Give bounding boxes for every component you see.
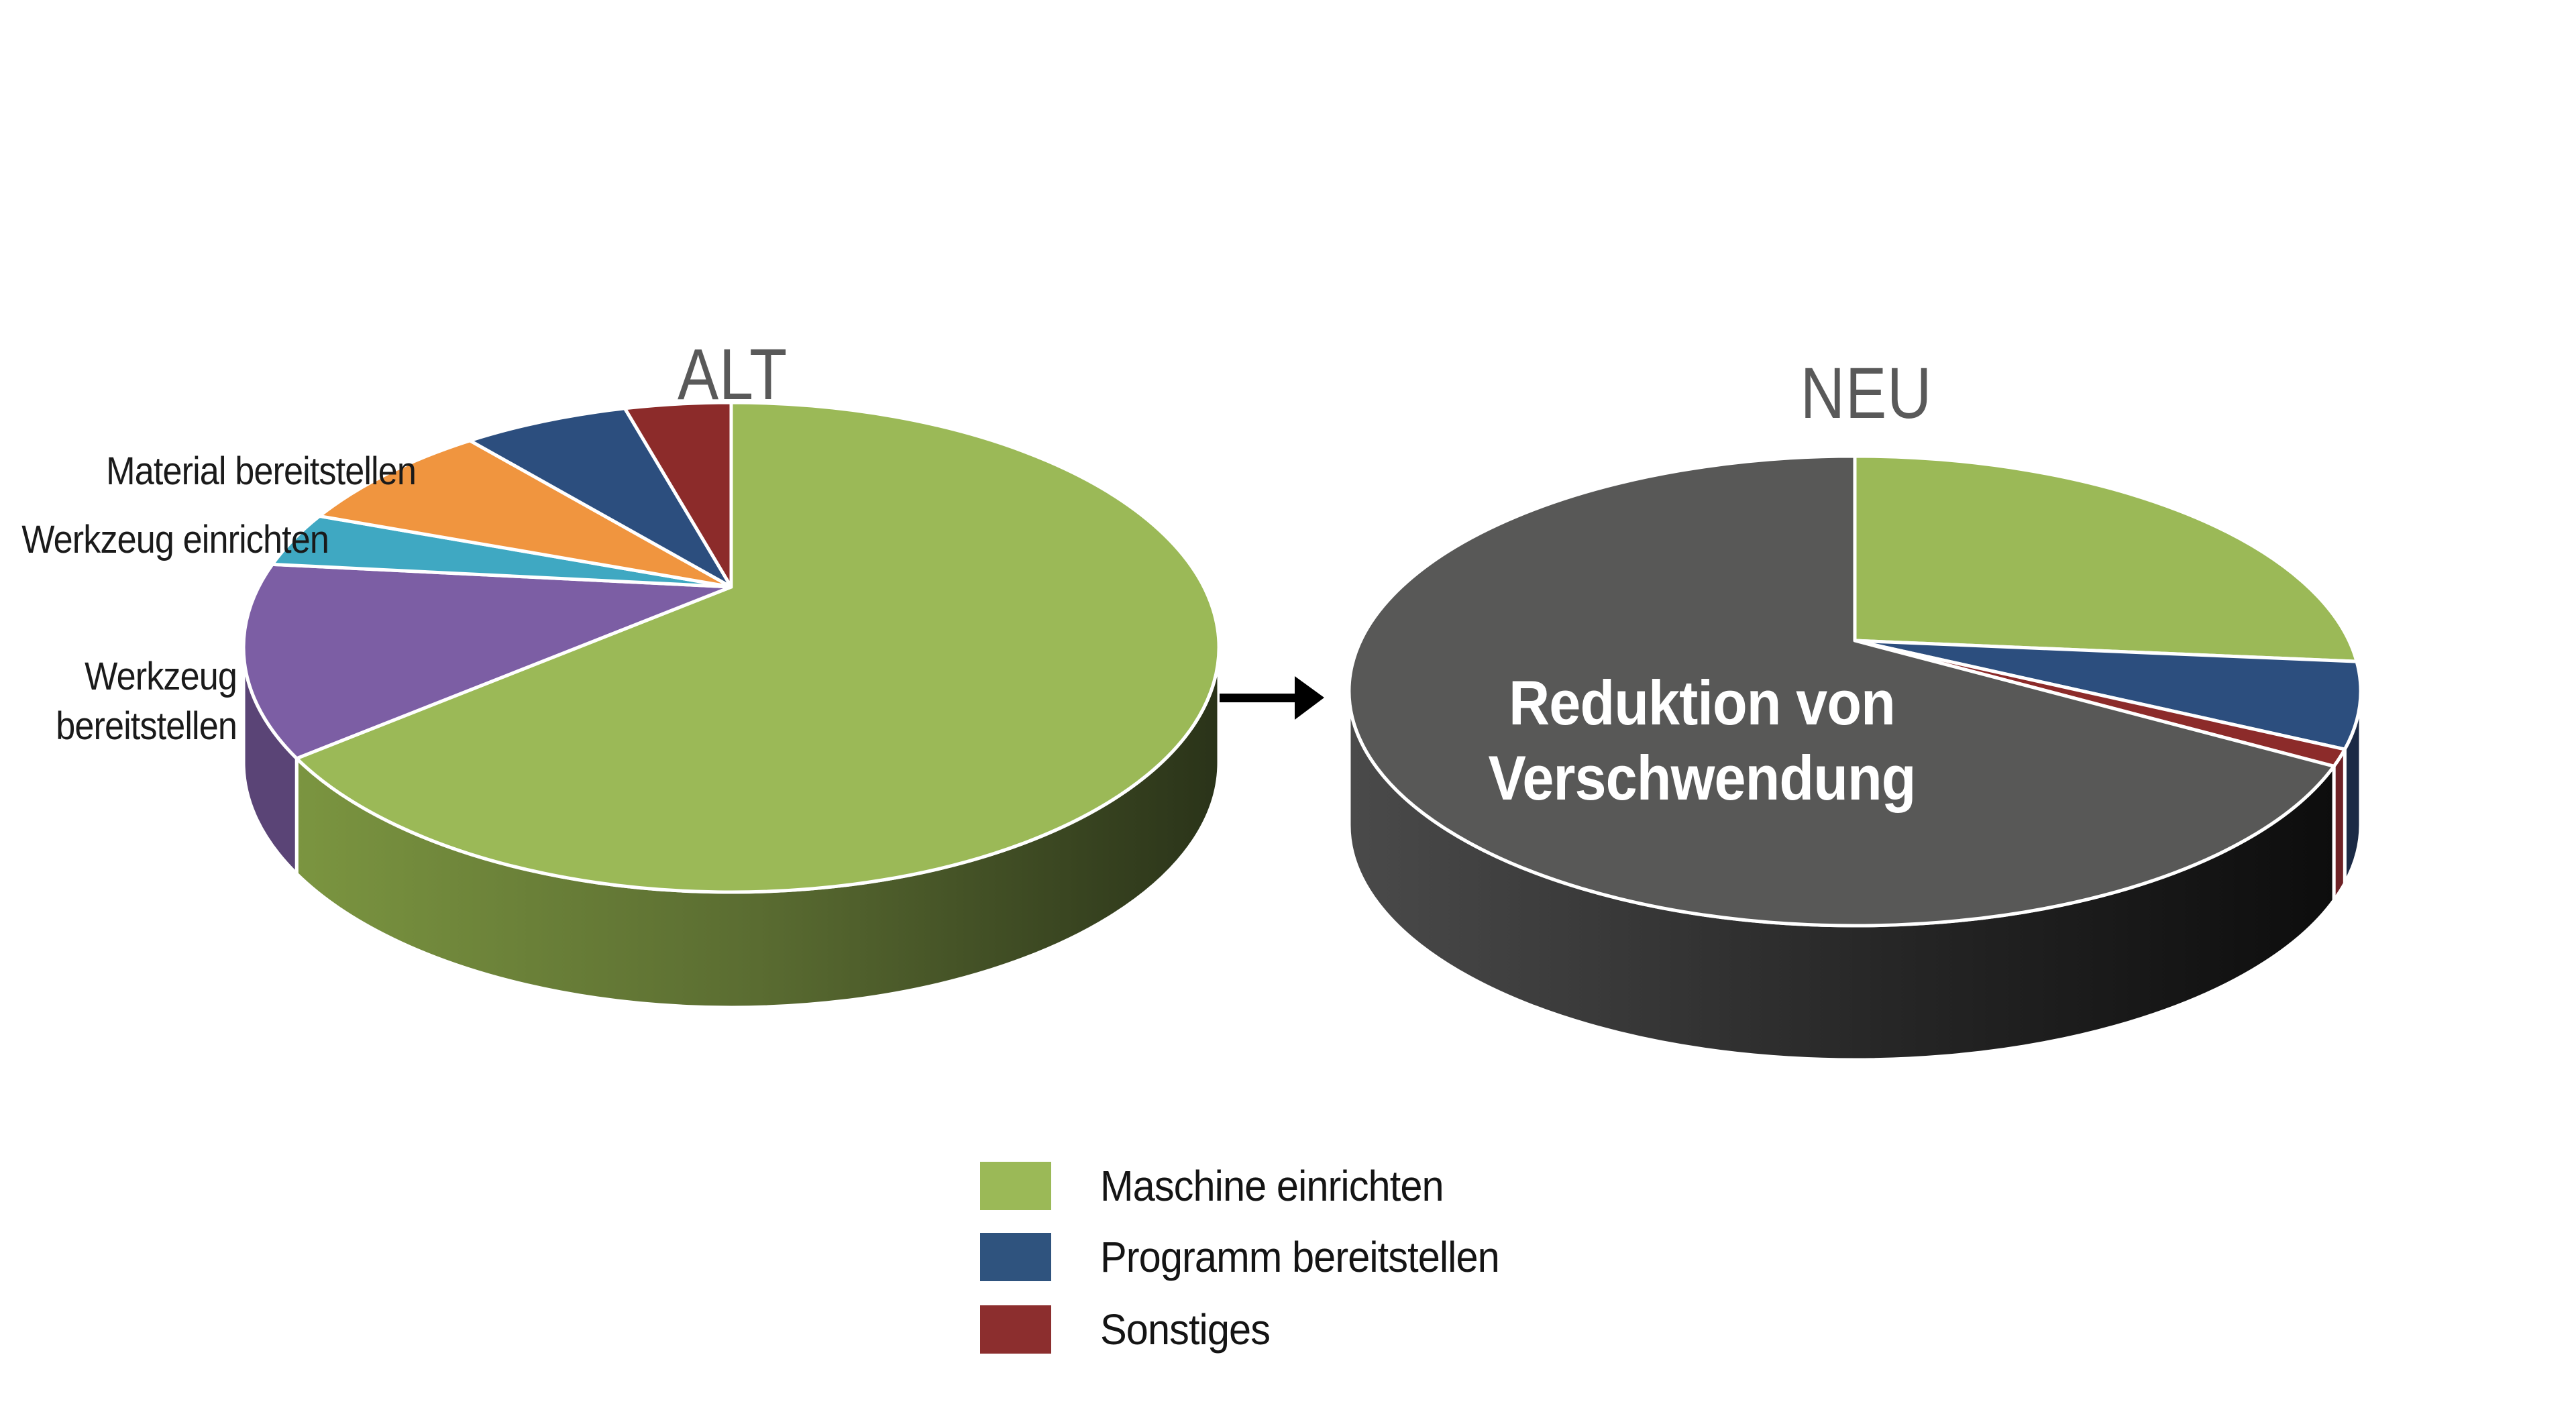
callout-material-bereitstellen: Material bereitstellen	[106, 449, 417, 493]
legend-swatch-blue	[980, 1233, 1051, 1281]
legend-label: Maschine einrichten	[1100, 1162, 1444, 1210]
pie-alt	[241, 400, 1221, 1010]
legend-item-sonstiges: Sonstiges	[980, 1305, 1283, 1354]
callout-werkzeug-bereitstellen: Werkzeug bereitstellen	[56, 655, 237, 748]
legend-item-programm-bereitstellen: Programm bereitstellen	[980, 1233, 1529, 1281]
legend-label: Programm bereitstellen	[1100, 1233, 1500, 1281]
legend-swatch-red	[980, 1305, 1051, 1354]
legend-label: Sonstiges	[1100, 1305, 1271, 1354]
pie-neu	[1347, 454, 2363, 1062]
legend-swatch-green	[980, 1162, 1051, 1210]
arrow-right-icon	[1220, 676, 1324, 720]
callout-werkzeug-einrichten: Werkzeug einrichten	[21, 518, 329, 561]
overlay-label-reduktion: Reduktion von Verschwendung	[1488, 667, 1916, 813]
legend-item-maschine-einrichten: Maschine einrichten	[980, 1162, 1469, 1210]
chart-title-neu: NEU	[1800, 352, 1933, 433]
chart-title-alt: ALT	[677, 333, 788, 415]
